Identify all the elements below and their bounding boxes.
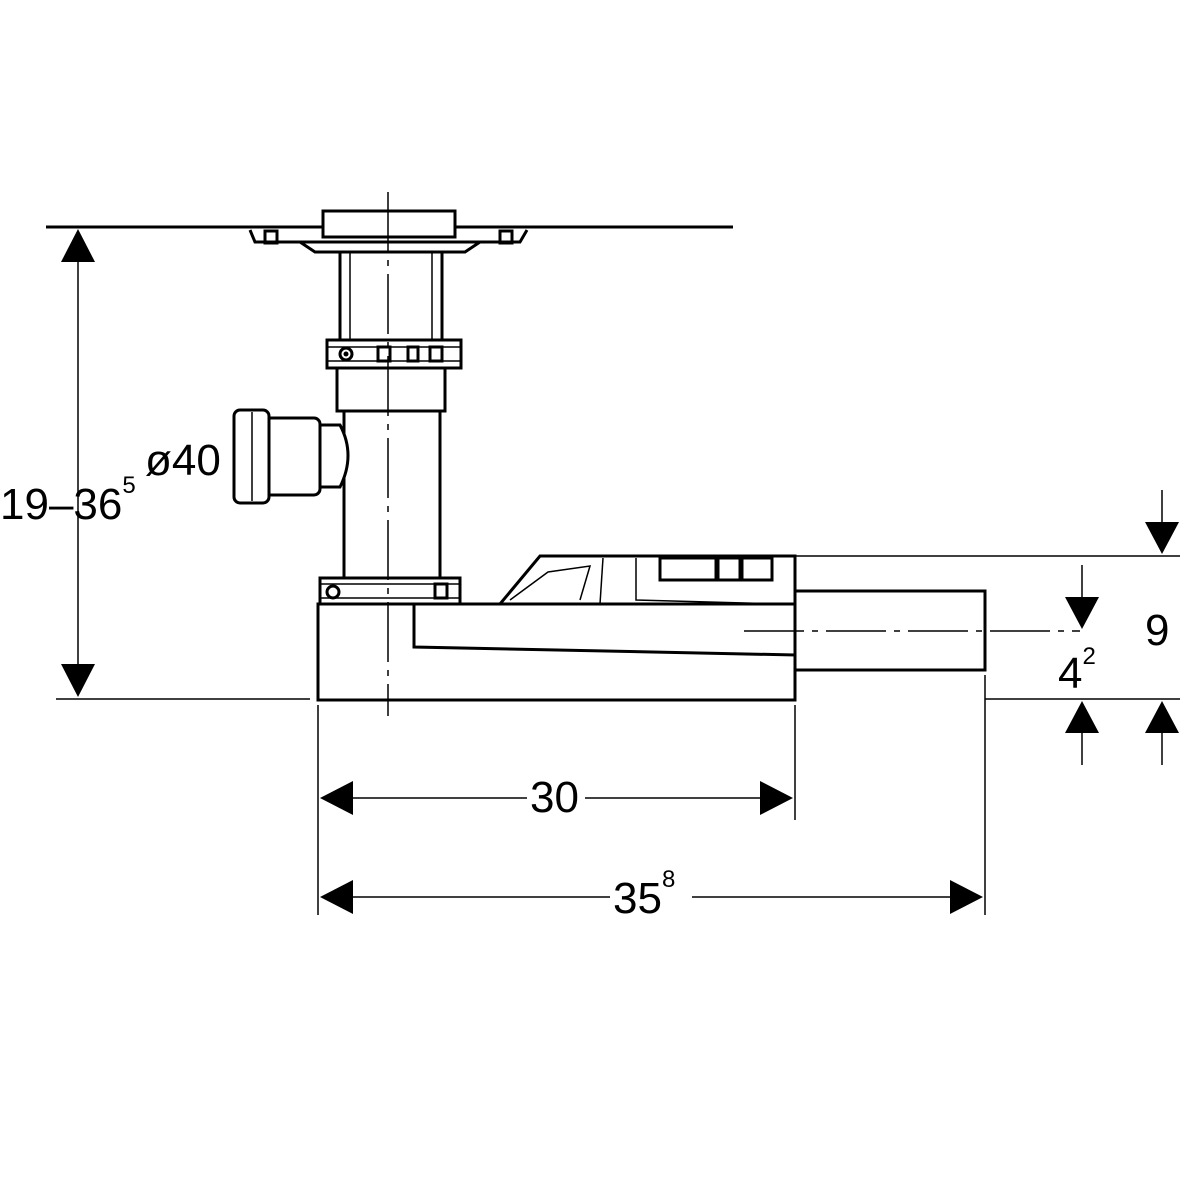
pipe-diameter-label: ø40	[145, 436, 221, 485]
height-range-label: 19–365	[0, 472, 136, 529]
upper-clamp	[325, 338, 463, 370]
floor-plate	[46, 209, 733, 254]
outlet-height-label: 9	[1145, 606, 1169, 655]
outlet-height-arrows	[1145, 490, 1179, 765]
side-inlet	[232, 408, 350, 505]
center-lines	[387, 192, 1080, 716]
height-dimension	[61, 229, 95, 697]
drain-body	[316, 554, 797, 702]
extension-lines	[56, 555, 1180, 915]
body-length-label: 30	[530, 773, 579, 822]
vertical-pipe	[335, 250, 447, 583]
total-length-label: 358	[613, 866, 675, 923]
body-length-dimension	[320, 781, 793, 815]
lower-clamp	[318, 576, 462, 606]
total-length-dimension	[320, 880, 983, 914]
outlet-axis-arrows	[1065, 565, 1099, 765]
outlet-axis-label: 42	[1058, 643, 1096, 698]
